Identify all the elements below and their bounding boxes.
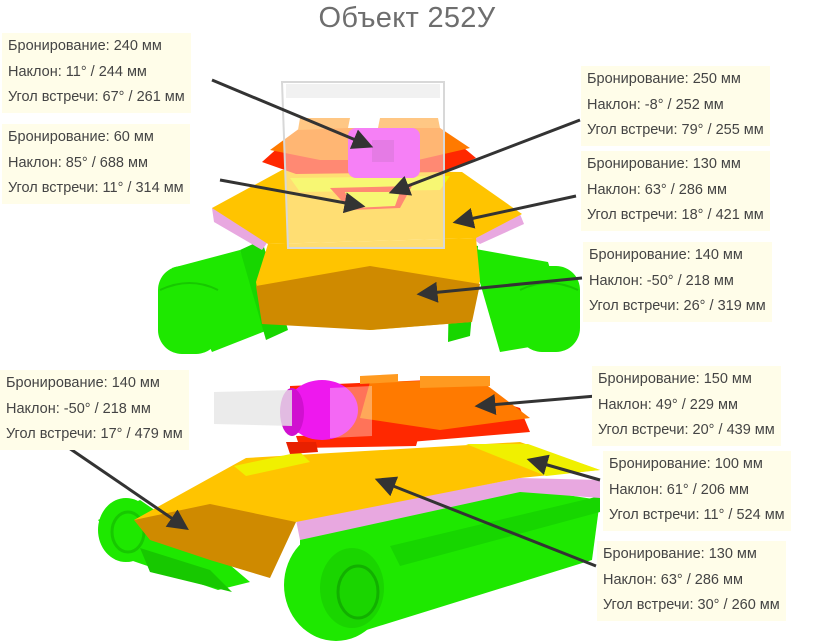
angle-text: Угол встречи: 79° / 255 мм — [587, 122, 764, 138]
slope-text: Наклон: -50° / 218 мм — [589, 272, 734, 289]
slope-text: Наклон: 63° / 286 мм — [587, 181, 727, 198]
angle-text: Угол встречи: 17° / 479 мм — [6, 426, 183, 442]
arrow-turret-side — [474, 394, 597, 415]
gun-barrel-angled — [214, 390, 292, 426]
callout-lower-plate: Бронирование: 140 мм Наклон: -50° / 218 … — [583, 242, 772, 322]
armor-text: Бронирование: 140 мм — [589, 247, 743, 263]
slope-text: Наклон: -50° / 218 мм — [6, 400, 151, 417]
arrow-side-plate — [526, 454, 601, 482]
armor-text: Бронирование: 100 мм — [609, 456, 763, 472]
arrow-turret-mantlet — [211, 78, 374, 149]
armor-text: Бронирование: 150 мм — [598, 371, 752, 387]
gun-barrel-overlay — [280, 81, 445, 249]
arrow-lower-plate-angled — [65, 444, 189, 530]
arrow-upper-plate-angled — [374, 476, 597, 568]
callout-arrows — [65, 78, 601, 568]
angle-text: Угол встречи: 20° / 439 мм — [598, 422, 775, 438]
slope-text: Наклон: 49° / 229 мм — [598, 396, 738, 413]
tank-front-view — [158, 81, 580, 354]
vehicle-title: Объект 252У — [318, 2, 496, 34]
angle-text: Угол встречи: 67° / 261 мм — [8, 89, 185, 105]
callout-side-plate: Бронирование: 100 мм Наклон: 61° / 206 м… — [603, 451, 791, 531]
slope-text: Наклон: 63° / 286 мм — [603, 571, 743, 588]
armor-text: Бронирование: 240 мм — [8, 38, 162, 54]
arrow-turret-roof — [219, 178, 366, 214]
callout-turret-roof: Бронирование: 60 мм Наклон: 85° / 688 мм… — [2, 124, 190, 204]
callout-lower-plate-angled: Бронирование: 140 мм Наклон: -50° / 218 … — [0, 370, 189, 450]
callout-upper-plate-angled: Бронирование: 130 мм Наклон: 63° / 286 м… — [597, 541, 786, 621]
angle-text: Угол встречи: 11° / 524 мм — [609, 507, 785, 523]
arrow-lower-plate — [416, 276, 583, 303]
right-side-plate — [472, 214, 524, 244]
slope-text: Наклон: 61° / 206 мм — [609, 481, 749, 498]
angle-text: Угол встречи: 30° / 260 мм — [603, 597, 780, 613]
tank-angled-view — [98, 374, 600, 641]
armor-text: Бронирование: 250 мм — [587, 71, 741, 87]
slope-text: Наклон: 11° / 244 мм — [8, 63, 147, 80]
callout-mantlet: Бронирование: 240 мм Наклон: 11° / 244 м… — [2, 33, 191, 113]
left-side-plate — [212, 208, 272, 250]
angle-text: Угол встречи: 26° / 319 мм — [589, 298, 766, 314]
gun-mantlet-angled — [286, 380, 358, 440]
armor-text: Бронирование: 60 мм — [8, 129, 154, 145]
right-track-angled — [284, 488, 600, 641]
slope-text: Наклон: -8° / 252 мм — [587, 96, 724, 113]
angle-text: Угол встречи: 11° / 314 мм — [8, 180, 184, 196]
arrow-turret-cheek — [388, 118, 581, 196]
armor-text: Бронирование: 140 мм — [6, 375, 160, 391]
callout-turret-cheek: Бронирование: 250 мм Наклон: -8° / 252 м… — [581, 66, 770, 146]
angle-text: Угол встречи: 18° / 421 мм — [587, 207, 764, 223]
armor-text: Бронирование: 130 мм — [603, 546, 757, 562]
slope-text: Наклон: 85° / 688 мм — [8, 154, 148, 171]
arrow-upper-plate — [452, 194, 577, 229]
callout-turret-side: Бронирование: 150 мм Наклон: 49° / 229 м… — [592, 366, 781, 446]
callout-upper-plate: Бронирование: 130 мм Наклон: 63° / 286 м… — [581, 151, 770, 231]
armor-text: Бронирование: 130 мм — [587, 156, 741, 172]
